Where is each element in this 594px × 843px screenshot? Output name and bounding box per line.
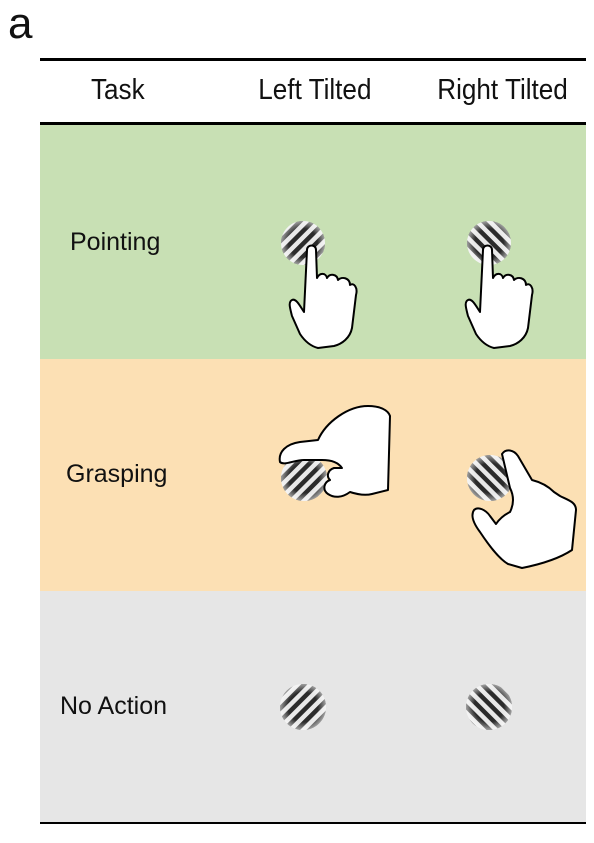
gabor-patch-icon (280, 684, 326, 730)
gabor-patch-icon (467, 455, 513, 501)
grasping-hand-icon (471, 449, 577, 569)
row-label-no-action: No Action (60, 692, 168, 720)
header-rule (40, 122, 586, 125)
gabor-patch-icon (467, 221, 511, 265)
column-header-task: Task (90, 74, 145, 106)
row-label-grasping: Grasping (66, 460, 168, 488)
right-grasping-cell (467, 449, 577, 569)
right-no-action-cell (466, 684, 512, 730)
gabor-patch-icon (466, 684, 512, 730)
pointing-hand-icon (288, 244, 358, 349)
right-pointing-cell (464, 221, 534, 349)
row-label-pointing: Pointing (70, 228, 161, 256)
column-header-right-tilted: Right Tilted (437, 74, 568, 106)
left-no-action-cell (280, 684, 326, 730)
gabor-patch-icon (281, 455, 327, 501)
grasping-hand-icon (278, 405, 391, 498)
left-grasping-cell (278, 405, 391, 501)
left-pointing-cell (281, 221, 358, 349)
top-rule (40, 58, 586, 61)
bottom-rule (40, 822, 586, 824)
gabor-patch-icon (281, 221, 325, 265)
pointing-hand-icon (464, 244, 534, 349)
column-header-left-tilted: Left Tilted (258, 74, 372, 106)
panel-label: a (8, 0, 33, 48)
